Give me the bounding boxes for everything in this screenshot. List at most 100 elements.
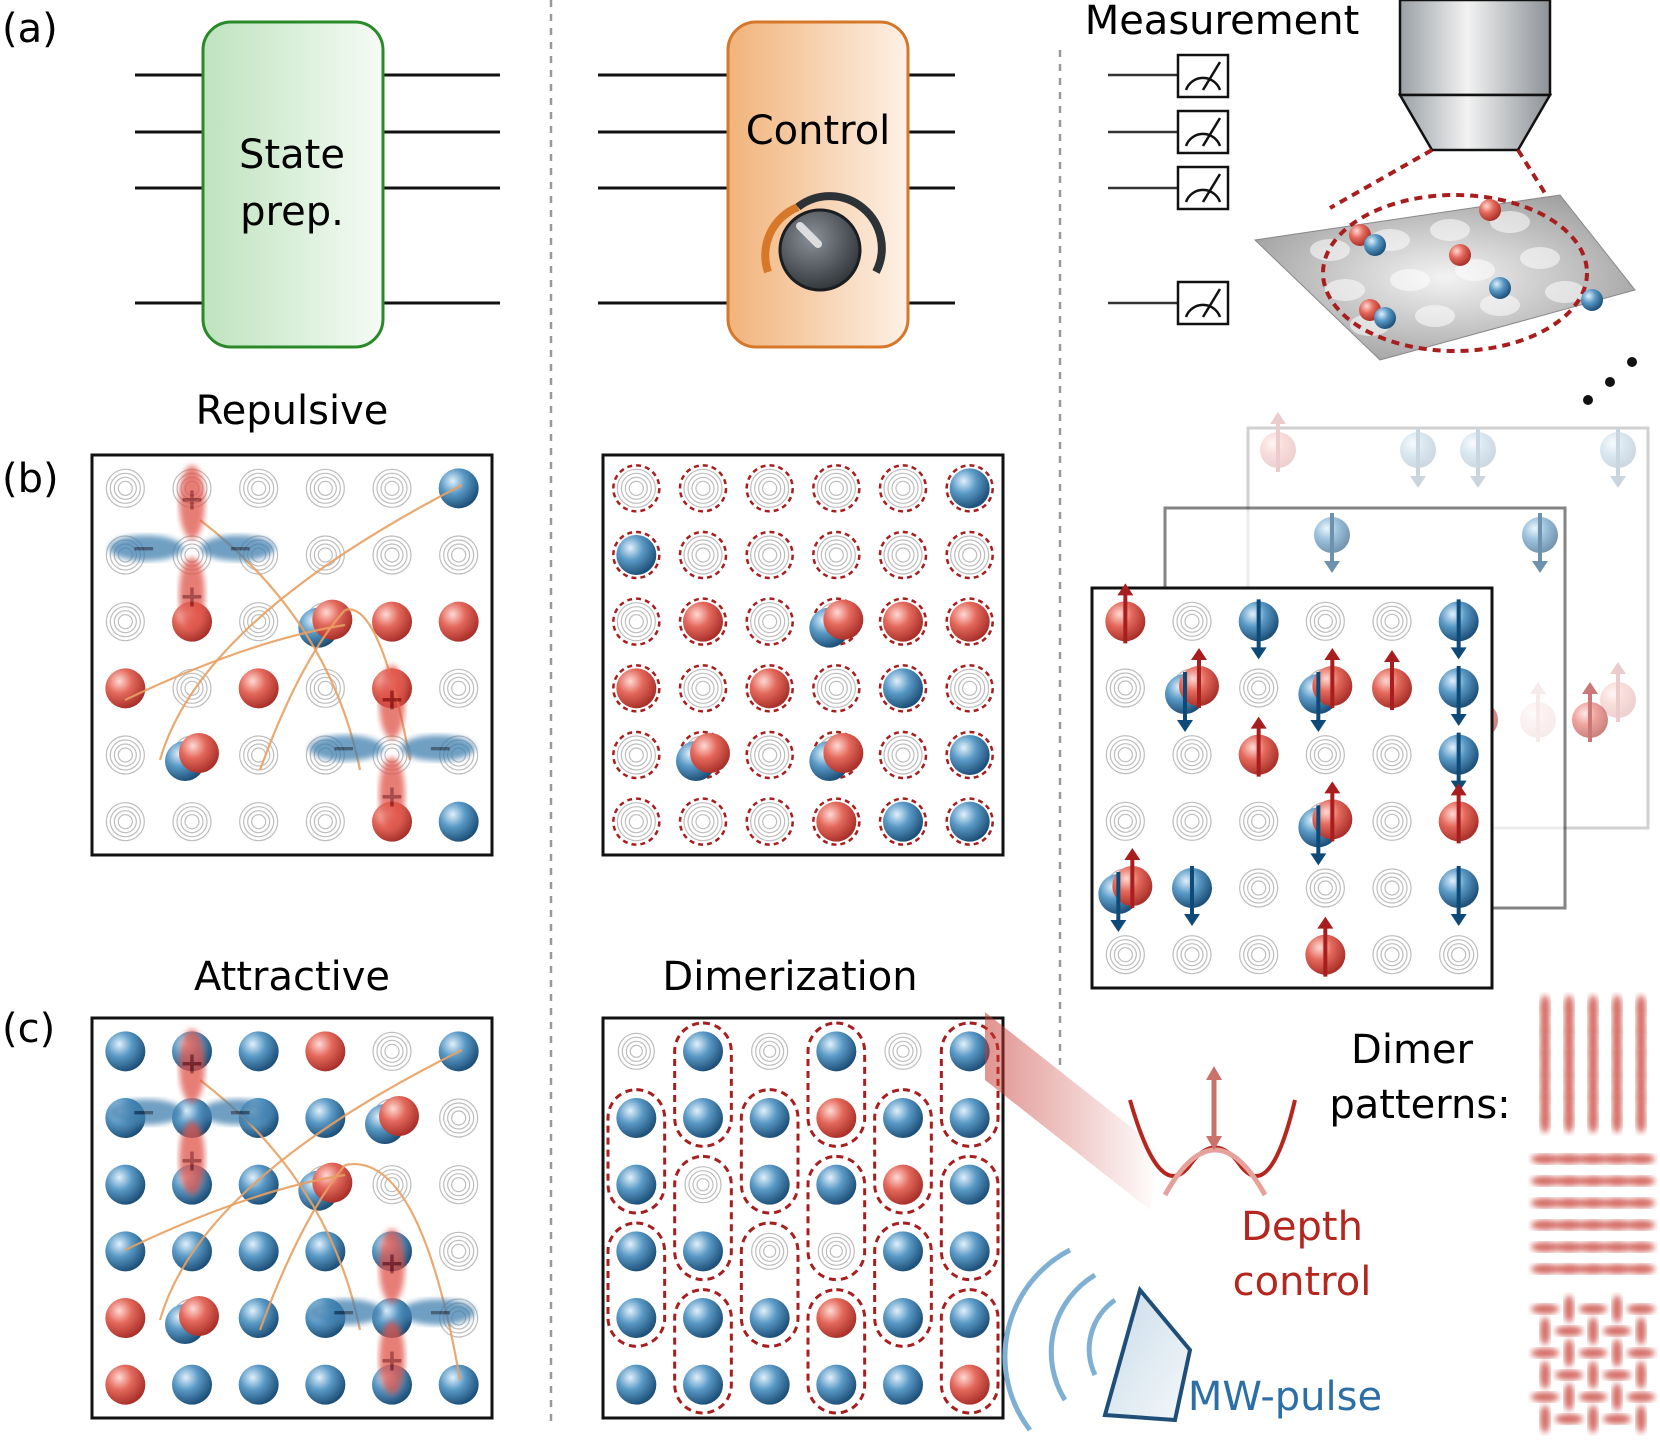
red-atom bbox=[823, 733, 864, 773]
control-box bbox=[726, 20, 910, 349]
depth-control-label-line2: control bbox=[1233, 1259, 1372, 1305]
dimer-outline bbox=[939, 1288, 1000, 1415]
snapshot-front bbox=[1090, 583, 1494, 990]
blue-atom bbox=[683, 1298, 723, 1338]
repulsive-lattice: ++−−++−− bbox=[90, 453, 494, 857]
blue-atom bbox=[816, 1364, 857, 1405]
lattice-frame bbox=[601, 1016, 1005, 1420]
red-atom bbox=[816, 1298, 857, 1338]
svg-text:−: − bbox=[228, 1095, 253, 1130]
dimer-outline bbox=[673, 1154, 733, 1282]
blue-atom bbox=[883, 1364, 923, 1405]
interaction-line bbox=[344, 608, 412, 761]
dimer-outline bbox=[739, 1088, 800, 1215]
blue-atom bbox=[883, 801, 923, 842]
svg-text:+: + bbox=[179, 1143, 204, 1178]
red-atom bbox=[749, 668, 790, 709]
svg-text:−: − bbox=[428, 731, 453, 766]
microscope-objective-icon bbox=[1329, 0, 1592, 267]
red-atom bbox=[1600, 682, 1636, 718]
attractive-title: Attractive bbox=[194, 954, 390, 1000]
blue-atom bbox=[616, 1098, 657, 1138]
mw-pulse-label: MW-pulse bbox=[1188, 1374, 1382, 1420]
red-atom bbox=[105, 1364, 146, 1405]
depth-control-diagram: Depth control bbox=[985, 1012, 1371, 1305]
blue-atom bbox=[438, 1364, 479, 1405]
red-atom bbox=[312, 599, 353, 640]
red-atom bbox=[683, 601, 723, 642]
dimer-outline bbox=[873, 1221, 933, 1348]
interaction-line bbox=[158, 1049, 463, 1321]
state-prep-label-line1: State bbox=[239, 132, 345, 178]
blue-atom bbox=[949, 468, 990, 509]
dimer-outline bbox=[606, 1088, 667, 1215]
svg-text:+: + bbox=[179, 1047, 204, 1082]
blue-atom bbox=[616, 535, 657, 575]
red-atom bbox=[305, 1031, 346, 1072]
blue-atom bbox=[749, 1098, 790, 1138]
blue-atom bbox=[749, 1164, 790, 1205]
blue-atom bbox=[172, 1364, 212, 1405]
red-atom bbox=[179, 733, 219, 773]
dimer-outline bbox=[606, 1221, 667, 1348]
dimer-outline bbox=[873, 1088, 933, 1215]
red-atom bbox=[823, 599, 864, 640]
blue-atom bbox=[883, 1298, 923, 1338]
orbital-icon: ++−− bbox=[309, 665, 475, 831]
blue-atom bbox=[238, 1164, 279, 1205]
blue-atom bbox=[816, 1164, 857, 1205]
dimer-pattern-thumbnail bbox=[1540, 995, 1646, 1133]
panel-label-a: (a) bbox=[2, 6, 58, 52]
blue-atom bbox=[238, 1031, 279, 1072]
blue-atom bbox=[949, 1231, 990, 1272]
state-prep-circuit: State prep. bbox=[135, 20, 500, 349]
blue-atom bbox=[949, 1098, 990, 1138]
red-atom bbox=[949, 601, 990, 642]
knob-icon bbox=[761, 192, 886, 292]
repulsive-title: Repulsive bbox=[196, 388, 389, 434]
blue-atom bbox=[372, 1298, 412, 1338]
dimer-outline bbox=[939, 1154, 1000, 1282]
ellipsis-dots bbox=[1583, 357, 1637, 405]
blue-atom bbox=[438, 801, 479, 842]
interaction-line bbox=[258, 609, 346, 771]
attractive-lattice: ++−−++−− bbox=[90, 1016, 494, 1420]
dimer-pattern-thumbnail bbox=[1531, 1154, 1655, 1274]
blue-atom bbox=[616, 1231, 657, 1272]
svg-text:+: + bbox=[179, 579, 204, 614]
interaction-line bbox=[344, 1162, 462, 1381]
red-atom bbox=[105, 1298, 146, 1338]
interaction-line bbox=[158, 484, 463, 761]
orbital-icon: ++−− bbox=[309, 1229, 475, 1395]
red-atom bbox=[105, 668, 146, 709]
lattice-frame bbox=[601, 453, 1005, 857]
dimer-outline bbox=[806, 1288, 867, 1415]
svg-text:−: − bbox=[131, 531, 156, 566]
red-atom bbox=[883, 601, 923, 642]
svg-text:−: − bbox=[331, 1295, 356, 1330]
dimer-outline bbox=[806, 1154, 867, 1282]
svg-text:+: + bbox=[179, 483, 204, 518]
panel-label-b: (b) bbox=[2, 456, 59, 502]
svg-text:+: + bbox=[379, 779, 404, 814]
red-atom bbox=[816, 801, 857, 842]
blue-atom bbox=[616, 1364, 657, 1405]
orbital-icon: ++−− bbox=[109, 465, 275, 631]
blue-atom bbox=[816, 1031, 857, 1072]
state-prep-box bbox=[201, 20, 385, 349]
red-atom bbox=[179, 1296, 219, 1336]
blue-atom bbox=[172, 1231, 212, 1272]
control-circuit: Control bbox=[598, 20, 955, 349]
meter-icon bbox=[1176, 53, 1230, 99]
blue-atom bbox=[883, 1098, 923, 1138]
blue-atom bbox=[305, 1364, 346, 1405]
blue-atom bbox=[949, 1298, 990, 1338]
lattice-surface bbox=[1253, 193, 1636, 361]
blue-atom bbox=[238, 1298, 279, 1338]
svg-text:−: − bbox=[131, 1095, 156, 1130]
blue-atom bbox=[105, 1231, 146, 1272]
blue-atom bbox=[883, 1231, 923, 1272]
svg-text:+: + bbox=[379, 1343, 404, 1378]
svg-text:+: + bbox=[379, 683, 404, 718]
